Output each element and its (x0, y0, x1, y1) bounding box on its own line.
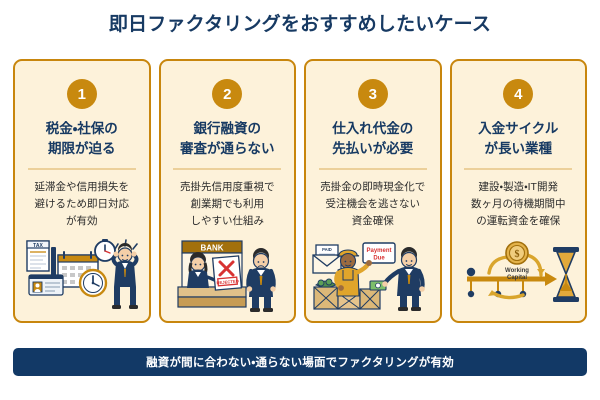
bank-rejection-illustration: BANK (161, 229, 295, 315)
supplier-prepayment-illustration: PAID Payment Due (306, 229, 440, 315)
cash-icon (369, 280, 387, 291)
clock-icon (78, 268, 107, 298)
svg-text:Capital: Capital (507, 275, 527, 281)
card-heading-line-1: 銀行融資の (193, 121, 262, 136)
stressed-businessman-icon (111, 239, 139, 309)
svg-text:$: $ (515, 249, 520, 260)
id-card-icon (28, 274, 64, 296)
businessman-icon (381, 247, 425, 311)
card-number-badge: 4 (503, 79, 534, 109)
svg-text:Payment: Payment (366, 248, 391, 254)
card-body: 建設・製造・IT開発 数ヶ月の待機期間中 の運転資金を確保 (464, 179, 573, 230)
card-heading-line-1: 入金サイクル (478, 121, 559, 136)
card-heading: 仕入れ代金の 先払いが必要 (326, 119, 419, 158)
card-divider (464, 168, 573, 171)
card-number-badge: 2 (212, 79, 243, 109)
svg-text:BANK: BANK (201, 244, 224, 253)
card-heading-line-1: 仕入れ代金の (332, 121, 414, 136)
case-card-row: 1 税金・社保の 期限が迫る 延滞金や信用損失を 避けるため即日対応 が有効 T… (13, 59, 587, 323)
case-card-4: 4 入金サイクル が長い業種 建設・製造・IT開発 数ヶ月の待機期間中 の運転資… (449, 59, 587, 323)
long-payment-cycle-illustration: $ Working Capital (452, 229, 586, 315)
card-body: 売掛金の即時現金化で 受注機会を逃さない 資金確保 (313, 179, 432, 230)
stopwatch-icon (93, 239, 116, 262)
tax-document-icon: TAX (26, 240, 50, 272)
card-heading-line-2: 期限が迫る (48, 140, 116, 156)
card-body-line-1: 建設・製造・IT開発 (478, 181, 558, 194)
card-heading: 税金・社保の 期限が迫る (40, 119, 124, 158)
svg-text:Working: Working (505, 268, 529, 274)
card-heading: 入金サイクル が長い業種 (472, 119, 564, 158)
card-body-line-2: 避けるため即日対応 (34, 198, 130, 211)
card-body-line-3: しやすい仕組み (190, 215, 264, 228)
card-body-line-1: 売掛先信用度重視で (180, 181, 275, 194)
red-x-mark-icon (218, 260, 235, 277)
card-body-line-3: が有効 (66, 215, 98, 228)
card-heading-line-1: 税金・社保の (45, 121, 118, 136)
hourglass-icon (553, 247, 580, 302)
summary-banner: 融資が間に合わない・通らない場面でファクタリングが有効 (13, 348, 587, 376)
svg-text:TAX: TAX (33, 243, 43, 249)
card-body: 延滞金や信用損失を 避けるため即日対応 が有効 (28, 179, 137, 230)
card-divider (173, 168, 282, 171)
card-body-line-1: 延滞金や信用損失を (34, 181, 130, 194)
card-divider (318, 168, 427, 171)
card-body-line-3: 資金確保 (351, 215, 394, 228)
svg-text:Due: Due (373, 256, 385, 262)
card-heading-line-2: が長い業種 (484, 140, 552, 156)
disappointed-man-icon (246, 248, 277, 312)
svg-text:REJECTED: REJECTED (216, 278, 239, 285)
card-number-badge: 1 (66, 79, 97, 109)
card-body-line-2: 数ヶ月の待機期間中 (471, 198, 566, 211)
timeline-icon (467, 267, 558, 298)
warehouse-worker-icon (333, 249, 372, 297)
card-body-line-3: の運転資金を確保 (476, 215, 561, 228)
page-title: 即日ファクタリングをおすすめしたいケース (108, 14, 492, 35)
card-body-line-2: 創業期でも利用 (190, 198, 265, 211)
svg-text:PAID: PAID (322, 247, 332, 252)
tax-deadline-illustration: TAX (15, 229, 149, 315)
case-card-3: 3 仕入れ代金の 先払いが必要 売掛金の即時現金化で 受注機会を逃さない 資金確… (304, 59, 442, 323)
case-card-1: 1 税金・社保の 期限が迫る 延滞金や信用損失を 避けるため即日対応 が有効 T… (13, 59, 151, 323)
card-body: 売掛先信用度重視で 創業期でも利用 しやすい仕組み (173, 179, 282, 230)
payment-due-sign-icon: Payment Due (362, 242, 396, 264)
card-body-line-1: 売掛金の即時現金化で (320, 181, 426, 194)
rejected-document-icon: REJECTED (212, 255, 243, 291)
card-heading: 銀行融資の 審査が通らない (174, 119, 281, 158)
card-body-line-2: 受注機会を逃さない (325, 198, 421, 211)
card-divider (27, 168, 136, 171)
envelope-icon: PAID (312, 244, 342, 274)
case-card-2: 2 銀行融資の 審査が通らない 売掛先信用度重視で 創業期でも利用 しやすい仕組… (158, 59, 296, 323)
card-heading-line-2: 審査が通らない (180, 140, 275, 156)
working-capital-coin-icon: $ Working Capital (505, 241, 530, 281)
card-number-badge: 3 (357, 79, 388, 109)
card-heading-line-2: 先払いが必要 (332, 140, 414, 156)
